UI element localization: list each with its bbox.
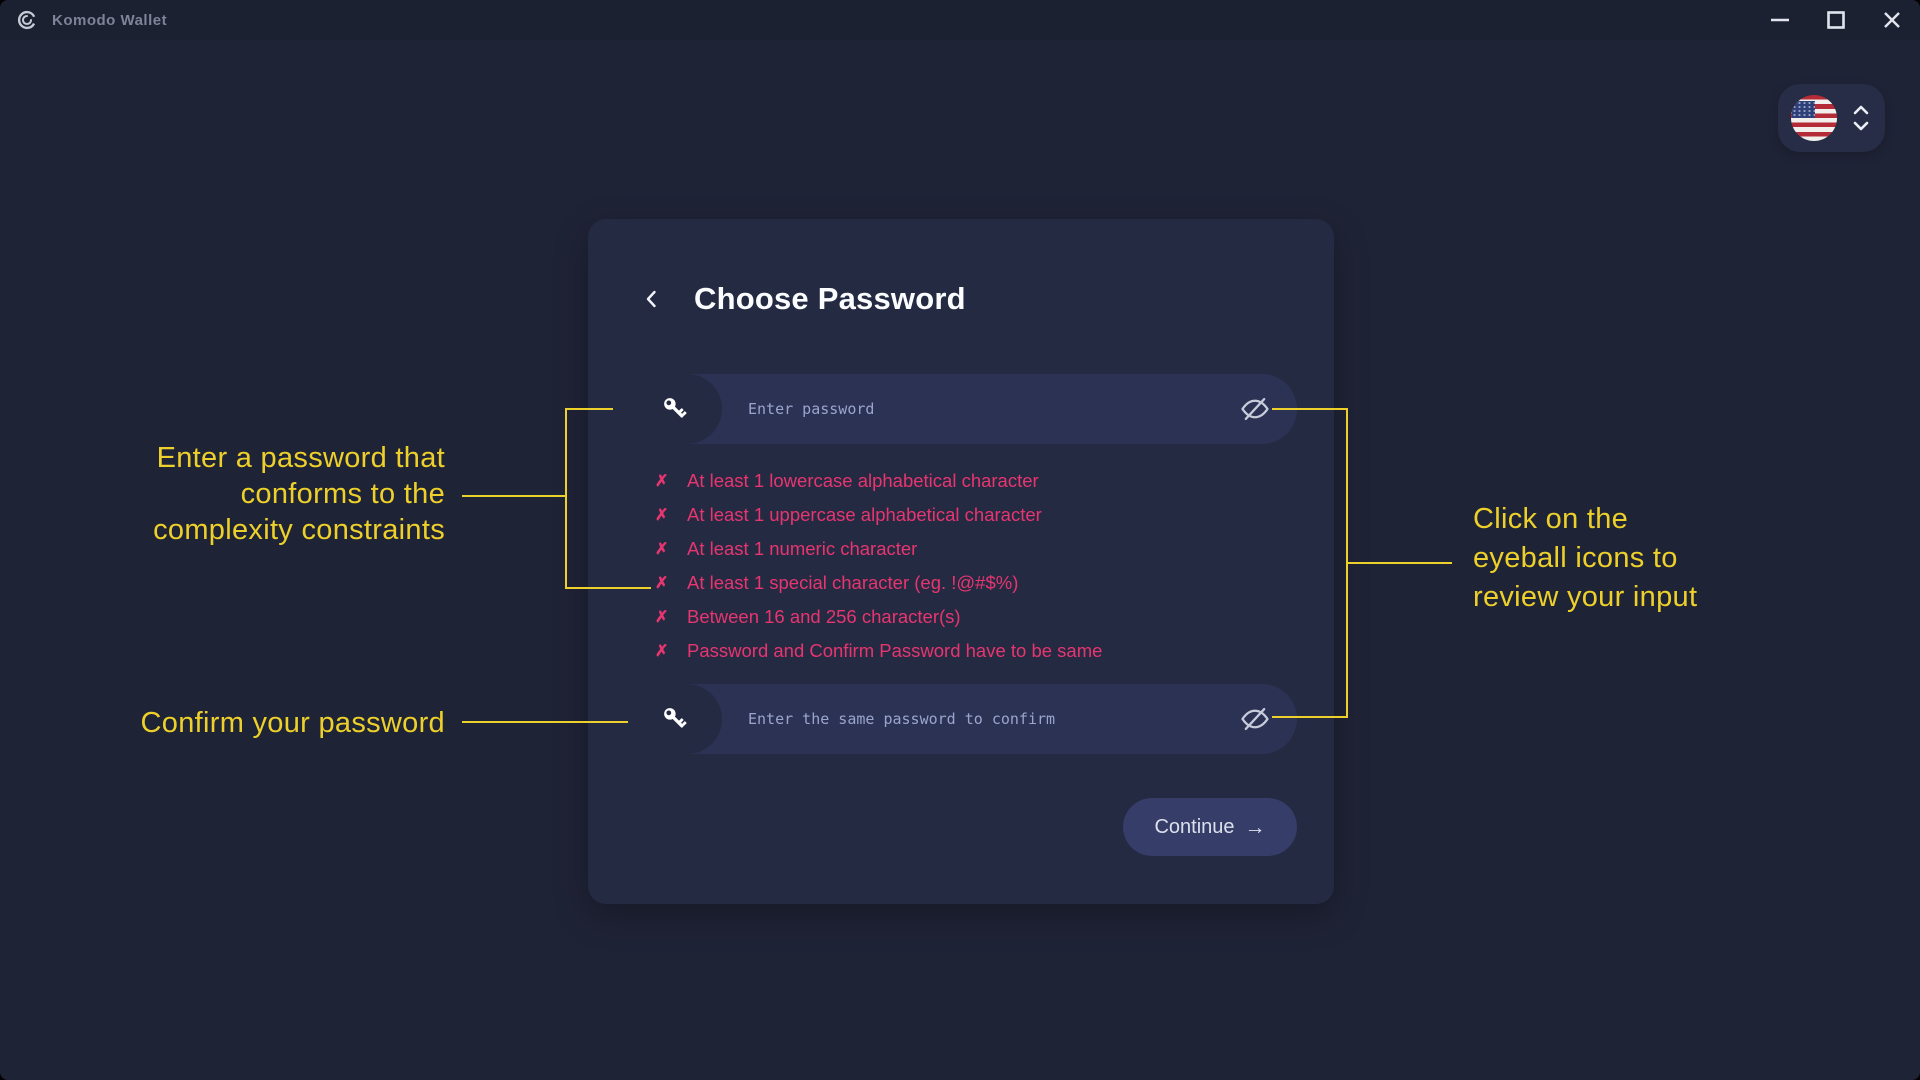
requirement-text: At least 1 numeric character bbox=[687, 538, 918, 559]
confirm-password-field bbox=[628, 684, 1297, 754]
us-flag-icon bbox=[1791, 95, 1837, 141]
back-chevron-icon bbox=[646, 290, 656, 308]
requirement-text: At least 1 uppercase alphabetical charac… bbox=[687, 504, 1042, 525]
eye-off-icon bbox=[1241, 397, 1269, 421]
close-icon bbox=[1884, 12, 1900, 28]
connector-line bbox=[1272, 408, 1348, 410]
x-mark-icon: ✗ bbox=[655, 643, 669, 660]
key-icon bbox=[628, 684, 722, 754]
password-visibility-toggle[interactable] bbox=[1235, 389, 1275, 429]
close-button[interactable] bbox=[1864, 0, 1920, 40]
titlebar: Komodo Wallet bbox=[0, 0, 1920, 40]
password-input[interactable] bbox=[746, 399, 1235, 419]
back-button[interactable] bbox=[636, 283, 668, 315]
requirement-text: Between 16 and 256 character(s) bbox=[687, 606, 961, 627]
x-mark-icon: ✗ bbox=[655, 575, 669, 592]
x-mark-icon: ✗ bbox=[655, 541, 669, 558]
continue-button[interactable]: Continue → bbox=[1123, 798, 1297, 856]
language-selector[interactable] bbox=[1778, 84, 1885, 152]
komodo-logo-icon bbox=[16, 9, 38, 31]
arrow-right-icon: → bbox=[1244, 815, 1266, 839]
maximize-button[interactable] bbox=[1808, 0, 1864, 40]
requirement-row: ✗ At least 1 numeric character bbox=[655, 532, 1102, 566]
requirement-row: ✗ Password and Confirm Password have to … bbox=[655, 634, 1102, 668]
requirement-row: ✗ At least 1 special character (eg. !@#$… bbox=[655, 566, 1102, 600]
password-field bbox=[628, 374, 1297, 444]
requirement-row: ✗ Between 16 and 256 character(s) bbox=[655, 600, 1102, 634]
connector-line bbox=[565, 587, 651, 589]
up-down-chevrons-icon bbox=[1851, 103, 1871, 133]
connector-line bbox=[565, 408, 567, 589]
page-title: Choose Password bbox=[694, 281, 966, 316]
connector-line bbox=[1272, 716, 1348, 718]
minimize-button[interactable] bbox=[1752, 0, 1808, 40]
password-requirements-list: ✗ At least 1 lowercase alphabetical char… bbox=[655, 464, 1102, 668]
connector-line bbox=[1346, 562, 1452, 564]
x-mark-icon: ✗ bbox=[655, 609, 669, 626]
annotation-eyeball-icons: Click on the eyeball icons to review you… bbox=[1473, 503, 1698, 613]
continue-label: Continue bbox=[1154, 815, 1235, 838]
key-icon bbox=[628, 374, 722, 444]
requirement-text: At least 1 lowercase alphabetical charac… bbox=[687, 470, 1039, 491]
requirement-row: ✗ At least 1 uppercase alphabetical char… bbox=[655, 498, 1102, 532]
annotation-password-constraints: Enter a password that conforms to the co… bbox=[153, 442, 445, 546]
choose-password-card: Choose Password bbox=[588, 219, 1334, 904]
requirement-text: At least 1 special character (eg. !@#$%) bbox=[687, 572, 1019, 593]
requirement-row: ✗ At least 1 lowercase alphabetical char… bbox=[655, 464, 1102, 498]
window-title: Komodo Wallet bbox=[52, 11, 168, 29]
annotation-confirm-password: Confirm your password bbox=[140, 707, 445, 739]
x-mark-icon: ✗ bbox=[655, 473, 669, 490]
connector-line bbox=[462, 495, 566, 497]
confirm-password-input[interactable] bbox=[746, 709, 1235, 729]
connector-line bbox=[565, 408, 613, 410]
eye-off-icon bbox=[1241, 707, 1269, 731]
card-header: Choose Password bbox=[636, 281, 966, 317]
maximize-icon bbox=[1827, 11, 1845, 29]
confirm-visibility-toggle[interactable] bbox=[1235, 699, 1275, 739]
connector-line bbox=[462, 721, 628, 723]
window-controls bbox=[1752, 0, 1920, 40]
x-mark-icon: ✗ bbox=[655, 507, 669, 524]
requirement-text: Password and Confirm Password have to be… bbox=[687, 640, 1103, 661]
minimize-icon bbox=[1771, 18, 1789, 22]
